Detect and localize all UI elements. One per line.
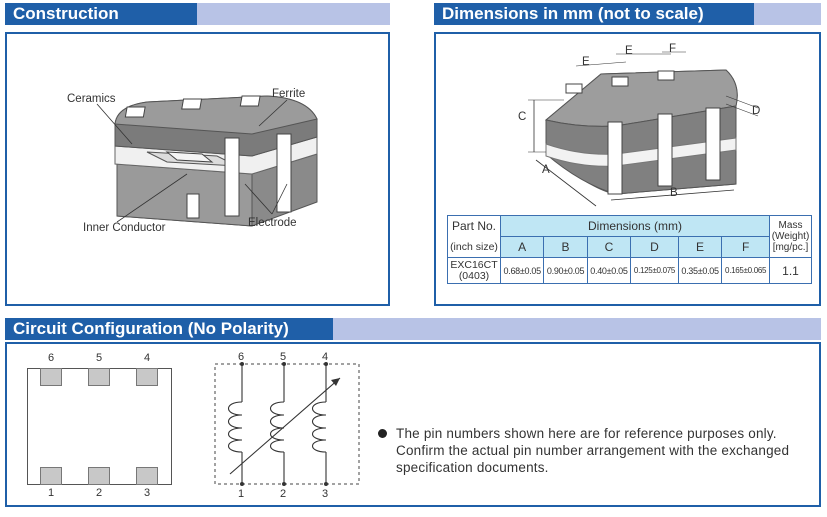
construction-header-bar <box>197 3 390 25</box>
ceramics-label: Ceramics <box>67 93 116 105</box>
dim-letter-a: A <box>542 164 550 176</box>
mass-value: 1.1 <box>769 257 812 284</box>
pad-4 <box>136 368 158 386</box>
reference-note: The pin numbers shown here are for refer… <box>396 426 790 475</box>
col-d-header: D <box>630 236 679 258</box>
schematic-pin-5: 5 <box>280 351 287 363</box>
pad-5 <box>88 368 110 386</box>
col-f-header: F <box>721 236 770 258</box>
pin-label-6: 6 <box>48 352 55 364</box>
dimensions-drawing <box>528 51 759 207</box>
pin-label-2: 2 <box>96 487 103 499</box>
dims-header: Dimensions (mm) <box>500 215 770 237</box>
part-number: EXC16CT <box>450 258 498 271</box>
value-e: 0.35±0.05 <box>677 257 723 284</box>
note-bullet <box>378 429 387 438</box>
pin-label-4: 4 <box>144 352 151 364</box>
dim-letter-c: C <box>518 111 527 123</box>
dimensions-table: Part No. Dimensions (mm) Mass (Weight) [… <box>447 215 812 284</box>
electrode-label: Electrode <box>248 217 297 229</box>
value-b: 0.90±0.05 <box>543 257 588 284</box>
pin-label-5: 5 <box>96 352 103 364</box>
pad-2 <box>88 467 110 485</box>
mass-header: Mass (Weight) [mg/pc.] <box>769 215 812 258</box>
circuit-header: Circuit Configuration (No Polarity) <box>5 318 333 340</box>
dim-letter-d: D <box>752 105 761 117</box>
pad-6 <box>40 368 62 386</box>
dim-letter-e1: E <box>582 56 590 68</box>
pad-1 <box>40 467 62 485</box>
dimensions-panel: C A B E E F D Part No. Dimensions (mm) M… <box>434 32 821 306</box>
part-size: (0403) <box>458 269 490 282</box>
ferrite-label: Ferrite <box>272 88 306 100</box>
inner-conductor-label: Inner Conductor <box>83 222 166 234</box>
pin-label-3: 3 <box>144 487 151 499</box>
mass-header-line3: [mg/pc.] <box>772 242 809 253</box>
col-a-header: A <box>499 236 545 258</box>
value-f: 0.165±0.065 <box>721 257 770 284</box>
schematic-pin-1: 1 <box>238 488 245 500</box>
construction-panel: Ceramics Ferrite Inner Conductor Electro… <box>5 32 390 306</box>
part-no-header: Part No. <box>447 215 501 237</box>
dim-letter-b: B <box>670 187 678 199</box>
schematic-pin-2: 2 <box>280 488 287 500</box>
dim-letter-e2: E <box>625 45 633 57</box>
construction-illustration <box>96 95 318 227</box>
dim-letter-f: F <box>669 43 677 55</box>
circuit-header-bar <box>333 318 821 340</box>
dimensions-header: Dimensions in mm (not to scale) <box>434 3 754 25</box>
pin-label-1: 1 <box>48 487 55 499</box>
col-e-header: E <box>677 236 723 258</box>
value-a: 0.68±0.05 <box>499 257 545 284</box>
part-cell: EXC16CT (0403) <box>447 257 501 284</box>
value-d: 0.125±0.075 <box>630 257 679 284</box>
col-c-header: C <box>586 236 632 258</box>
value-c: 0.40±0.05 <box>586 257 632 284</box>
coil-schematic <box>214 362 360 486</box>
mass-header-line2: (Weight) <box>771 231 810 242</box>
schematic-pin-6: 6 <box>238 351 245 363</box>
mass-header-line1: Mass <box>778 220 803 231</box>
construction-header: Construction <box>5 3 197 25</box>
schematic-pin-3: 3 <box>322 488 329 500</box>
table-row: EXC16CT (0403) 0.68±0.05 0.90±0.05 0.40±… <box>447 257 812 284</box>
col-b-header: B <box>543 236 588 258</box>
pad-3 <box>136 467 158 485</box>
dimensions-header-bar <box>754 3 821 25</box>
schematic-pin-4: 4 <box>322 351 329 363</box>
inch-size-header: (inch size) <box>447 236 501 258</box>
